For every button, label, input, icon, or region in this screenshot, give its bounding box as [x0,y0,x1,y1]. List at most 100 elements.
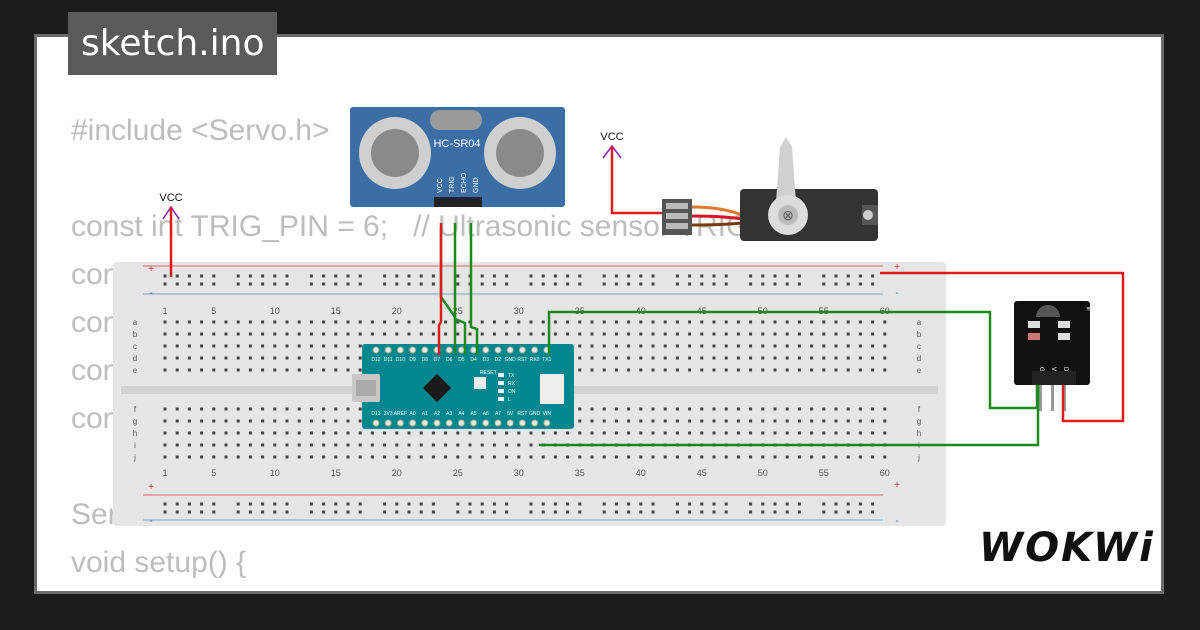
nano-led [498,397,504,401]
rail-plus: + [148,264,154,275]
sensor-pin-label: TRIG [449,176,456,193]
nano-pin-label: A7 [495,411,501,417]
nano-pin-label: D6 [446,357,453,363]
sketch-filename: sketch.ino [68,12,278,75]
nano-pin-label: D10 [396,357,405,363]
nano-led [498,389,504,393]
row-letter: h [133,429,137,438]
svg-text:≋: ≋ [1086,306,1092,313]
row-letter: e [133,366,138,375]
column-number: 10 [270,468,280,478]
nano-pin-label: VIN [543,411,552,417]
nano-pin-label: A2 [434,411,440,417]
column-number: 1 [162,468,167,478]
row-letter: i [134,441,136,450]
svg-text:⊗: ⊗ [782,207,794,223]
nano-pin-label: D7 [434,357,441,363]
row-letter: b [917,330,922,339]
column-number: 30 [514,306,524,316]
row-letter: c [917,342,921,351]
nano-pin-label: A5 [471,411,477,417]
row-letter: j [133,453,136,462]
column-number: 55 [819,468,829,478]
nano-pin-label: RST [517,411,527,417]
column-number: 5 [211,468,216,478]
nano-pin-label: D5 [458,357,465,363]
nano-pin-label: A4 [458,411,464,417]
nano-led-label: L [508,397,511,403]
column-number: 5 [211,306,216,316]
rail-minus: - [149,288,152,299]
sensor-label: HC-SR04 [433,138,480,150]
column-number: 30 [514,468,524,478]
column-number: 15 [331,468,341,478]
wires [437,223,1125,447]
row-letter: j [917,453,920,462]
column-number: 1 [162,306,167,316]
project-card: #include <Servo.h>const int TRIG_PIN = 6… [34,34,1164,594]
column-number: 50 [758,468,768,478]
column-number: 35 [575,468,585,478]
sensor-pin-label: ECHO [461,172,468,193]
column-number: 45 [697,468,707,478]
code-line: #include <Servo.h> [71,114,330,147]
sensor-pin-label: GND [473,177,480,193]
nano-pin-label: D12 [371,357,380,363]
rail-minus: - [149,516,152,527]
rail-plus: + [148,482,154,493]
nano-pin-label: GND [505,357,517,363]
row-letter: g [133,417,137,426]
row-letter: d [133,354,137,363]
nano-pin-label: D4 [470,357,477,363]
vcc-marker-right: VCC [600,131,662,215]
svg-text:VCC: VCC [600,131,623,143]
row-letter: c [133,342,137,351]
column-number: 15 [331,306,341,316]
column-number: 40 [636,468,646,478]
row-letter: h [917,429,921,438]
nano-pin-label: A0 [410,411,416,417]
nano-pin-label: 5V [507,411,514,417]
rail-minus: - [895,516,898,527]
code-line: void setup() { [71,546,247,579]
rail-minus: - [895,288,898,299]
rail-plus: + [894,262,900,273]
nano-pin-label: D13 [371,411,380,417]
nano-pin-label: 3V3 [384,411,393,417]
nano-pin-label: D8 [422,357,429,363]
column-number: 20 [392,306,402,316]
row-letter: e [917,366,922,375]
nano-pin-label: D3 [483,357,490,363]
servo-motor[interactable]: ⊗ [662,137,878,241]
nano-pin-label: D9 [409,357,416,363]
nano-pin-label: A6 [483,411,489,417]
nano-pin-label: AREF [394,411,407,417]
ir-sensor-module[interactable]: GNDVCCDAT ≋ [1014,301,1092,411]
ultrasonic-sensor[interactable]: HC-SR04 VCC TRIG ECHO GND [350,107,565,207]
nano-led [498,373,504,377]
column-number: 25 [453,468,463,478]
nano-pin-label: TX1 [542,357,551,363]
vcc-marker-left: VCC [159,192,183,277]
row-letter: b [133,330,138,339]
row-letter: d [917,354,921,363]
nano-pin-label: RX0 [530,357,540,363]
row-letter: a [917,318,922,327]
nano-pin-label: A3 [446,411,452,417]
nano-pin-label: D11 [384,357,393,363]
nano-pin-label: A1 [422,411,428,417]
circuit-diagram: 1155101015152020252530303535404045455050… [113,107,1125,527]
rail-plus: + [894,480,900,491]
nano-led [498,381,504,385]
svg-text:VCC: VCC [159,192,182,204]
nano-pin-label: GND [529,411,541,417]
wokwi-logo: WOKWi [979,525,1155,571]
sensor-pin-label: VCC [437,178,444,193]
column-number: 25 [453,306,463,316]
row-letter: f [918,405,921,414]
column-number: 20 [392,468,402,478]
column-number: 60 [880,468,890,478]
row-letter: a [133,318,138,327]
nano-led-label: RX [508,381,516,387]
